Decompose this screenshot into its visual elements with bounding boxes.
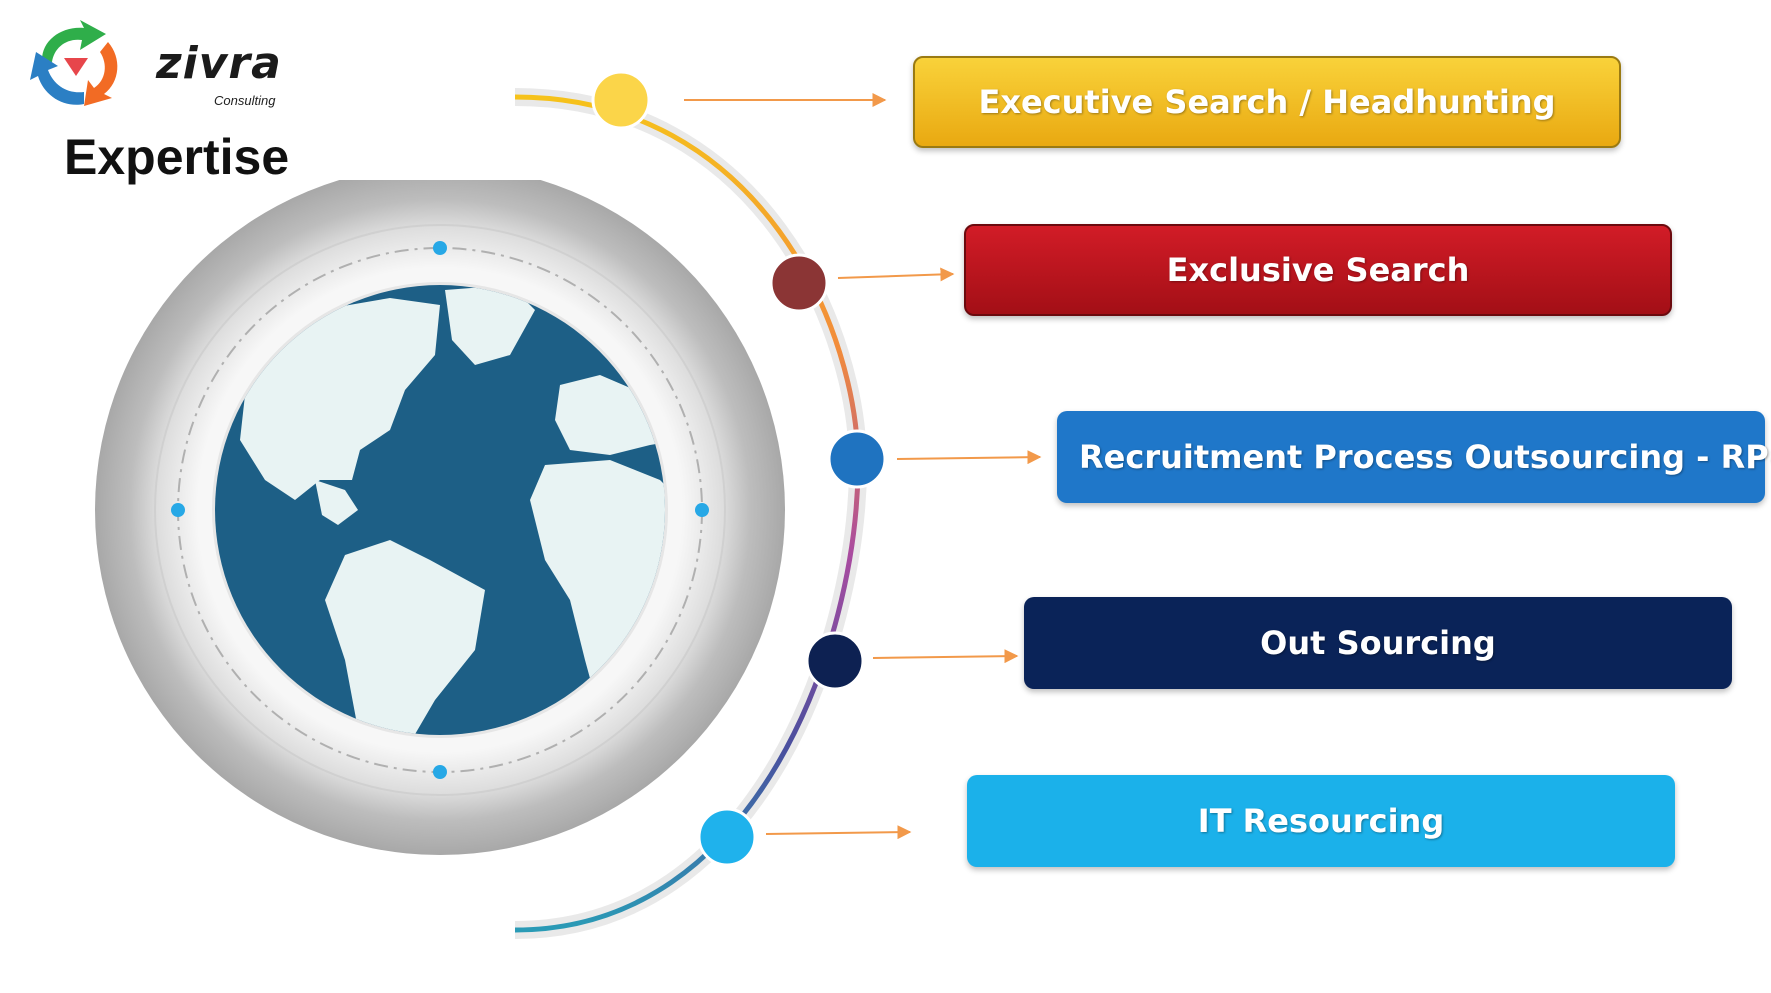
orbit-dot-right xyxy=(695,503,709,517)
node-it-resourcing-dot xyxy=(697,807,757,867)
orbit-dot-bottom xyxy=(433,765,447,779)
node-rpo-connector-arrow xyxy=(896,450,1042,465)
expertise-item-executive-search: Executive Search / Headhunting xyxy=(913,56,1621,148)
arc-line xyxy=(514,94,861,933)
page-title: Expertise xyxy=(64,129,290,185)
logo-wordmark: zivra xyxy=(156,38,282,89)
globe-illustration xyxy=(90,165,790,880)
expertise-item-rpo: Recruitment Process Outsourcing - RPO xyxy=(1057,411,1771,503)
arc-shadow xyxy=(514,88,868,939)
expertise-item-it-resourcing: IT Resourcing xyxy=(967,775,1675,867)
company-logo: zivra Consulting xyxy=(28,18,281,107)
node-rpo-dot xyxy=(827,429,887,489)
node-exclusive-search-connector-arrow xyxy=(837,267,955,282)
orbit-dot-left xyxy=(171,503,185,517)
node-it-resourcing-connector-arrow xyxy=(765,825,912,840)
node-out-sourcing-connector-arrow xyxy=(872,649,1019,664)
recycle-arrows-logo-icon xyxy=(30,20,118,106)
expertise-item-out-sourcing: Out Sourcing xyxy=(1024,597,1732,689)
logo-subtitle: Consulting xyxy=(214,93,276,108)
globe-icon xyxy=(212,282,668,738)
expertise-item-exclusive-search: Exclusive Search xyxy=(964,224,1672,316)
node-exclusive-search-dot xyxy=(769,253,829,313)
node-out-sourcing-dot xyxy=(805,631,865,691)
orbit-dot-top xyxy=(433,241,447,255)
node-executive-search-dot xyxy=(591,70,651,130)
